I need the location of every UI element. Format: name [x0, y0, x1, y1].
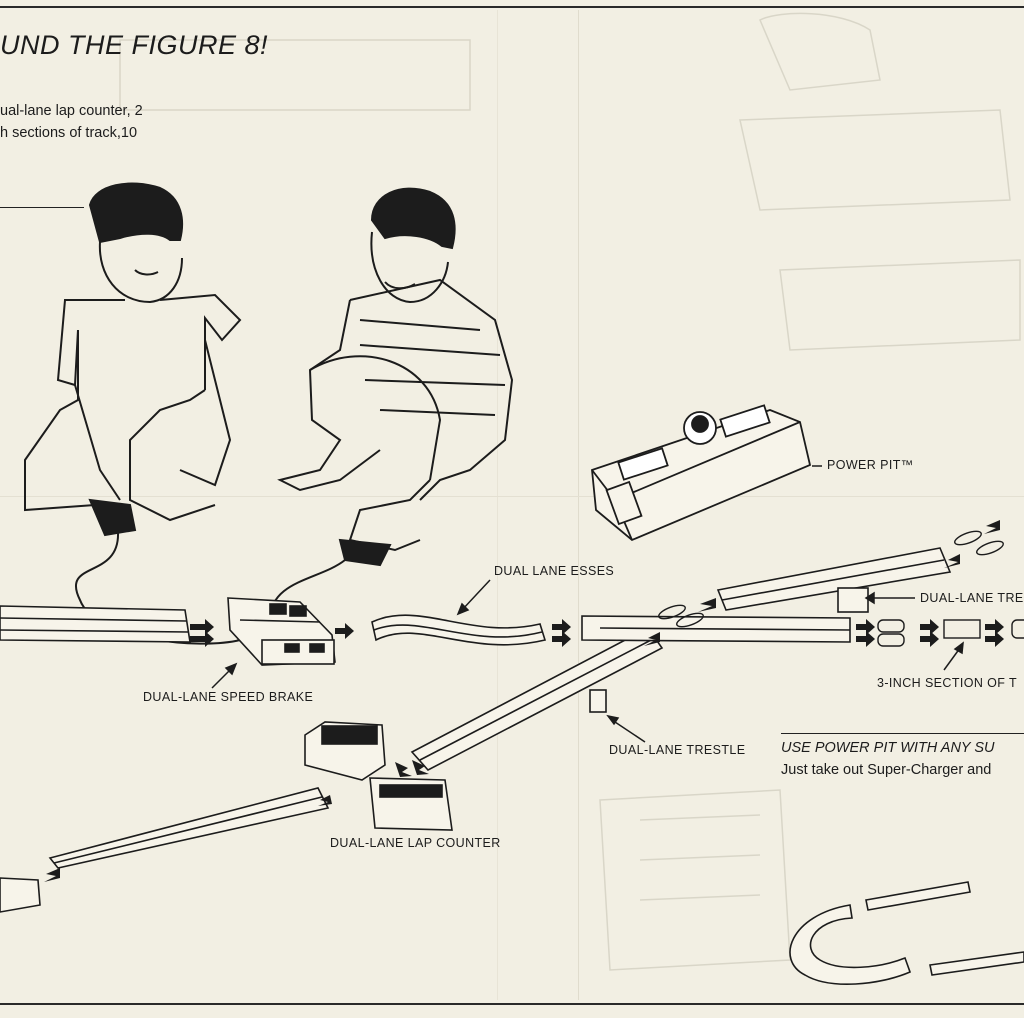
lower-left-track — [0, 787, 330, 913]
power-pit — [591, 404, 812, 542]
right-trestle — [716, 547, 952, 613]
label-speed-brake: DUAL-LANE SPEED BRAKE — [143, 690, 314, 704]
label-three-inch-section: 3-INCH SECTION OF T — [877, 676, 1018, 690]
banked-curve-track — [789, 881, 1024, 985]
intro-text: ual-lane lap counter, 2 h sections of tr… — [0, 100, 143, 144]
guide-rails — [658, 530, 1024, 647]
fold-line — [497, 10, 498, 1000]
label-dual-lane-esses: DUAL LANE ESSES — [494, 564, 615, 578]
assembly-arrows — [44, 520, 1004, 882]
intro-line: ual-lane lap counter, 2 — [0, 103, 143, 119]
center-trestle — [410, 626, 664, 771]
fold-line — [0, 496, 1024, 497]
label-dual-lane-trestle-right: DUAL-LANE TRE — [920, 591, 1024, 605]
boy-right-figure — [269, 187, 514, 621]
label-lap-counter: DUAL-LANE LAP COUNTER — [330, 836, 501, 850]
top-rule — [0, 6, 1024, 8]
lap-counter — [304, 721, 453, 831]
intro-line: h sections of track,10 — [0, 125, 138, 141]
boy-left-figure — [24, 182, 266, 645]
callout-leaders — [211, 465, 964, 743]
bottom-rule — [0, 1003, 1024, 1005]
fold-line — [578, 10, 579, 1000]
label-dual-lane-trestle: DUAL-LANE TRESTLE — [609, 743, 746, 757]
speed-brake — [227, 597, 336, 666]
esses-track — [371, 614, 547, 646]
label-power-pit: POWER PIT™ — [827, 458, 914, 472]
ghost-artwork — [119, 12, 1021, 971]
section-rule — [781, 733, 1024, 734]
left-straight-track — [0, 605, 191, 643]
power-pit-heading: USE POWER PIT WITH ANY SU — [781, 740, 995, 756]
power-pit-text: Just take out Super-Charger and — [781, 762, 992, 778]
intro-rule — [0, 207, 84, 208]
page-title: UND THE FIGURE 8! — [0, 30, 269, 60]
crossing-track — [581, 615, 851, 643]
